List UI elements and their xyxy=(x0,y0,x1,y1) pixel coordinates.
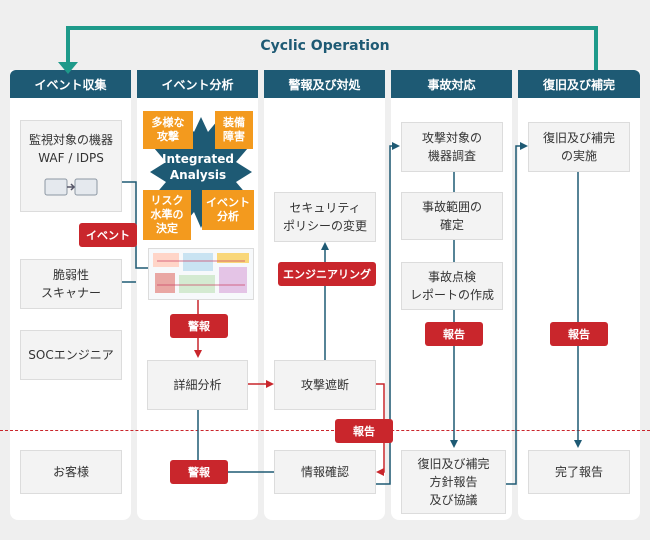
server-icon xyxy=(43,175,99,199)
security-policy-change-box: セキュリティ ポリシーの変更 xyxy=(274,192,376,242)
integrated-analysis-label: Integrated Analysis xyxy=(162,152,234,182)
alert-badge-1: 警報 xyxy=(170,314,228,338)
monitored-device-box: 監視対象の機器 WAF / IDPS xyxy=(20,120,122,212)
completion-report-box: 完了報告 xyxy=(528,450,630,494)
cyclic-operation-title: Cyclic Operation xyxy=(260,38,390,54)
waf-idps-label: WAF / IDPS xyxy=(38,151,104,165)
info-check-box: 情報確認 xyxy=(274,450,376,494)
customer-separator-line xyxy=(0,430,650,431)
column-header-incident: 事故対応 xyxy=(391,70,512,98)
tag-diverse-attacks: 多様な 攻撃 xyxy=(143,111,193,149)
incident-scope-box: 事故範囲の 確定 xyxy=(401,192,503,240)
soc-engineer-box: SOCエンジニア xyxy=(20,330,122,380)
analysis-screenshot-image xyxy=(148,248,254,300)
tag-equipment-failure: 装備 障害 xyxy=(215,111,253,149)
plan-to-recovery-line xyxy=(506,142,528,485)
tag-risk-level: リスク 水準の 決定 xyxy=(143,190,191,240)
engineering-badge: エンジニアリング xyxy=(278,262,376,286)
recovery-plan-box: 復旧及び補完 方針報告 及び協議 xyxy=(401,450,506,514)
monitored-device-label: 監視対象の機器 xyxy=(28,133,113,147)
report-badge-response: 報告 xyxy=(335,419,393,443)
customer-box: お客様 xyxy=(20,450,122,494)
info-to-incident-line xyxy=(376,142,400,485)
event-badge: イベント xyxy=(79,223,137,247)
alert-badge-2: 警報 xyxy=(170,460,228,484)
tag-event-analysis: イベント 分析 xyxy=(202,190,254,230)
report-badge-incident: 報告 xyxy=(425,322,483,346)
column-header-response: 警報及び対処 xyxy=(264,70,385,98)
attack-block-box: 攻撃遮断 xyxy=(274,360,376,410)
column-header-recovery: 復旧及び補完 xyxy=(518,70,640,98)
cyclic-loop-arrowhead xyxy=(58,62,78,74)
cyclic-loop-line xyxy=(66,26,598,70)
column-header-collection: イベント収集 xyxy=(10,70,131,98)
recovery-exec-box: 復旧及び補完 の実施 xyxy=(528,122,630,172)
report-badge-recovery: 報告 xyxy=(550,322,608,346)
vulnerability-scanner-box: 脆弱性 スキャナー xyxy=(20,259,122,309)
detailed-analysis-box: 詳細分析 xyxy=(147,360,248,410)
target-device-survey-box: 攻撃対象の 機器調査 xyxy=(401,122,503,172)
incident-report-box: 事故点検 レポートの作成 xyxy=(401,262,503,310)
column-header-analysis: イベント分析 xyxy=(137,70,258,98)
